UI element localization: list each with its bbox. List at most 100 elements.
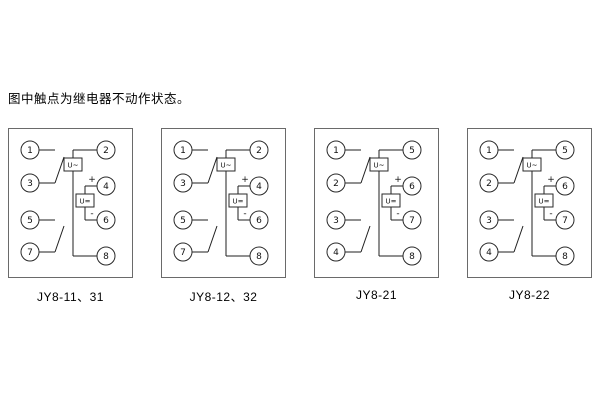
- terminal-circle: [402, 140, 422, 160]
- terminal-number: 7: [180, 248, 186, 258]
- polarity-mark: -: [549, 209, 552, 219]
- terminal-circle: [326, 173, 346, 193]
- terminal-circle: [555, 140, 575, 160]
- terminal-circle: [326, 242, 346, 262]
- diagram-note: 图中触点为继电器不动作状态。: [8, 92, 191, 106]
- wire: [54, 156, 65, 184]
- terminal-circle: [20, 210, 40, 230]
- terminal-circle: [173, 210, 193, 230]
- terminal-circle: [96, 246, 116, 266]
- voltage-box-label: U=: [233, 197, 244, 205]
- terminal-circle: [402, 246, 422, 266]
- terminal-number: 3: [333, 216, 339, 226]
- terminal-circle: [555, 246, 575, 266]
- terminal-number: 6: [103, 216, 109, 226]
- terminal-number: 6: [409, 182, 415, 192]
- terminal-number: 4: [256, 182, 262, 192]
- polarity-mark: +: [241, 175, 249, 185]
- relay-schematic: U~ U= + - 1 3 5 7 2 4 6 8: [161, 128, 286, 278]
- terminal-circle: [555, 176, 575, 196]
- voltage-box-label: U~: [527, 161, 538, 169]
- voltage-box: [522, 157, 542, 172]
- terminal-circle: [96, 176, 116, 196]
- terminal-number: 4: [486, 248, 492, 258]
- terminal-circle: [20, 173, 40, 193]
- terminal-circle: [20, 140, 40, 160]
- terminal-circle: [326, 210, 346, 230]
- terminal-number: 2: [103, 146, 109, 156]
- terminal-number: 5: [409, 146, 415, 156]
- terminal-number: 5: [562, 146, 568, 156]
- terminal-circle: [20, 242, 40, 262]
- terminal-number: 3: [180, 179, 186, 189]
- terminal-circle: [555, 210, 575, 230]
- wire: [513, 156, 524, 184]
- terminal-number: 8: [409, 252, 415, 262]
- terminal-circle: [249, 140, 269, 160]
- panel-frame: [467, 128, 592, 278]
- wire: [360, 156, 371, 184]
- terminal-circle: [96, 140, 116, 160]
- terminal-number: 2: [256, 146, 262, 156]
- voltage-box-label: U=: [539, 197, 550, 205]
- terminal-circle: [402, 176, 422, 196]
- polarity-mark: -: [243, 209, 246, 219]
- voltage-box-label: U~: [221, 161, 232, 169]
- terminal-number: 6: [256, 216, 262, 226]
- terminal-circle: [479, 242, 499, 262]
- voltage-box-label: U=: [386, 197, 397, 205]
- terminal-number: 6: [562, 182, 568, 192]
- polarity-mark: +: [394, 175, 402, 185]
- wire: [360, 225, 371, 253]
- voltage-box: [75, 193, 95, 208]
- panel-frame: [8, 128, 133, 278]
- terminal-number: 5: [27, 216, 33, 226]
- polarity-mark: -: [396, 209, 399, 219]
- terminal-number: 3: [27, 179, 33, 189]
- terminal-circle: [249, 246, 269, 266]
- panel-model-label: JY8-11、31: [37, 290, 104, 304]
- terminal-number: 7: [27, 248, 33, 258]
- terminal-circle: [402, 210, 422, 230]
- terminal-number: 8: [256, 252, 262, 262]
- panel-frame: [161, 128, 286, 278]
- terminal-circle: [173, 140, 193, 160]
- terminal-number: 8: [562, 252, 568, 262]
- terminal-circle: [249, 176, 269, 196]
- voltage-box: [228, 193, 248, 208]
- terminal-circle: [173, 173, 193, 193]
- wire: [513, 225, 524, 253]
- terminal-number: 1: [333, 146, 339, 156]
- terminal-number: 1: [180, 146, 186, 156]
- polarity-mark: +: [547, 175, 555, 185]
- polarity-mark: +: [88, 175, 96, 185]
- voltage-box-label: U~: [374, 161, 385, 169]
- voltage-box: [369, 157, 389, 172]
- wire: [207, 225, 218, 253]
- terminal-number: 2: [486, 179, 492, 189]
- terminal-circle: [479, 173, 499, 193]
- terminal-circle: [249, 210, 269, 230]
- terminal-number: 4: [103, 182, 109, 192]
- voltage-box: [381, 193, 401, 208]
- terminal-circle: [479, 140, 499, 160]
- terminal-number: 2: [333, 179, 339, 189]
- panel-frame: [314, 128, 439, 278]
- wire: [207, 156, 218, 184]
- terminal-number: 1: [486, 146, 492, 156]
- terminal-circle: [326, 140, 346, 160]
- terminal-number: 5: [180, 216, 186, 226]
- panel-model-label: JY8-12、32: [189, 290, 258, 304]
- terminal-circle: [96, 210, 116, 230]
- terminal-circle: [479, 210, 499, 230]
- panel-model-label: JY8-22: [508, 288, 551, 302]
